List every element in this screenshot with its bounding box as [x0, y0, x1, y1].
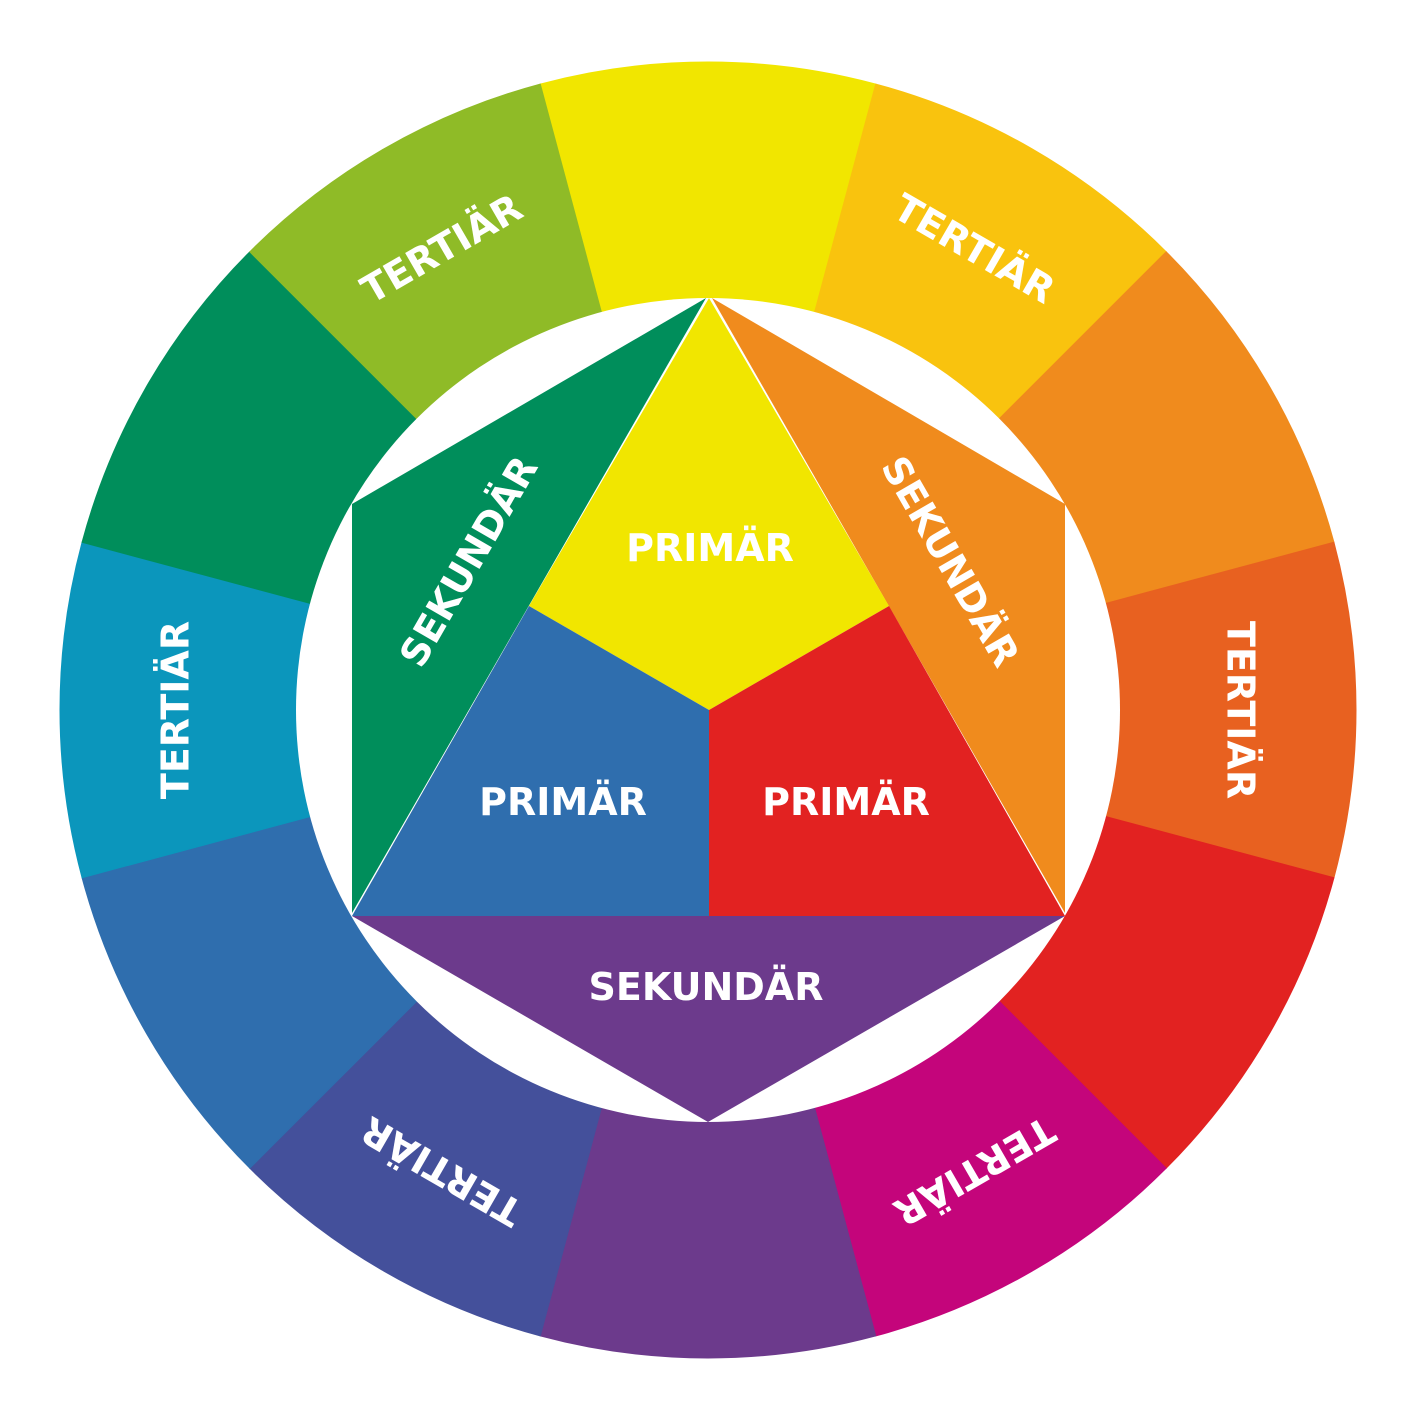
primary-label-yellow: PRIMÄR	[626, 526, 794, 570]
primary-yellow-segment	[529, 298, 889, 710]
primary-label-red: PRIMÄR	[762, 780, 930, 824]
primary-label-blue: PRIMÄR	[479, 780, 647, 824]
inner-hexagon: PRIMÄR PRIMÄR PRIMÄR SEKUNDÄR SEKUNDÄR S…	[352, 298, 1065, 1122]
tertiary-label-3: TERTIÄR	[1219, 621, 1263, 799]
primary-red-segment	[709, 606, 1065, 916]
secondary-label-purple: SEKUNDÄR	[589, 965, 824, 1009]
secondary-green-triangle	[352, 298, 706, 913]
primary-blue-segment	[352, 606, 709, 916]
tertiary-label-9: TERTIÄR	[154, 621, 198, 799]
secondary-purple-triangle	[352, 916, 1065, 1122]
